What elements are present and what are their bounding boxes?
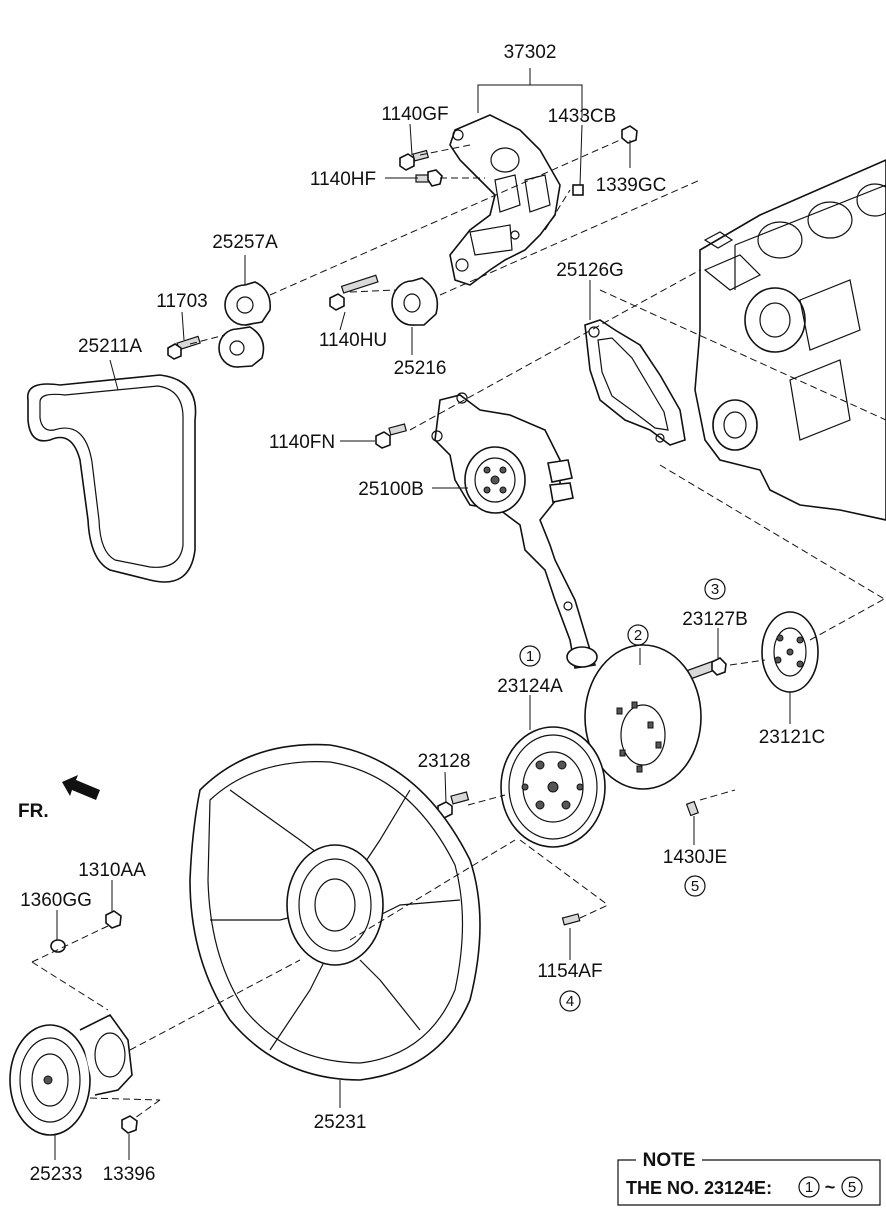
label-25100B: 25100B <box>358 479 424 500</box>
label-25231: 25231 <box>314 1112 367 1133</box>
label-25216: 25216 <box>394 358 447 379</box>
crank-pulley-disc <box>584 644 702 790</box>
assembly-centerlines <box>31 139 886 1119</box>
pulley-25216 <box>391 277 439 326</box>
fan-clutch-25233 <box>9 1013 133 1136</box>
note-range-sep: ~ <box>825 1177 836 1197</box>
bolt-11703 <box>167 335 201 360</box>
nut-1433CB <box>572 184 584 196</box>
bolt-1140HU <box>329 274 379 311</box>
label-23121C: 23121C <box>759 727 826 748</box>
label-1310AA: 1310AA <box>78 860 146 881</box>
label-13396: 13396 <box>103 1164 156 1185</box>
callout-1: 1 <box>519 645 541 667</box>
nut-13396 <box>121 1115 138 1134</box>
tensioner-pulley <box>218 326 265 368</box>
label-1140HU: 1140HU <box>319 330 387 351</box>
front-label: FR. <box>18 801 49 822</box>
bolt-1140HF <box>415 169 443 187</box>
note-text: THE NO. 23124E: <box>626 1178 772 1198</box>
label-1140GF: 1140GF <box>381 104 448 125</box>
label-1360GG: 1360GG <box>20 890 92 911</box>
nut-1310AA <box>105 910 122 929</box>
label-25233: 25233 <box>30 1164 83 1185</box>
label-25257A: 25257A <box>212 232 278 253</box>
cooling-fan-25231 <box>189 743 481 1081</box>
label-1430JE: 1430JE <box>663 847 727 868</box>
engine-block <box>694 159 886 521</box>
callout-4: 4 <box>559 990 581 1012</box>
label-23124A: 23124A <box>497 676 563 697</box>
svg-text:3: 3 <box>711 581 719 598</box>
crank-pulley-23124A <box>500 726 606 848</box>
callout-5: 5 <box>684 875 706 897</box>
bolt-1140GF <box>399 149 430 171</box>
note-box: NOTE THE NO. 23124E: 1 ~ 5 <box>617 1150 881 1206</box>
bracket-assembly <box>449 114 561 286</box>
note-range-start: 1 <box>805 1179 813 1196</box>
note-title: NOTE <box>643 1150 696 1171</box>
damper-23121C <box>761 611 819 693</box>
water-pump-25100B <box>431 392 598 669</box>
label-25211A: 25211A <box>78 336 142 357</box>
label-25126G: 25126G <box>556 260 624 281</box>
pin-1430JE <box>685 800 700 817</box>
stud-1154AF <box>561 913 581 926</box>
part-labels: 37302 1140GF 1433CB 1140HF 1339GC 25257A… <box>20 42 825 1185</box>
svg-text:5: 5 <box>691 878 699 895</box>
label-37302: 37302 <box>504 42 557 63</box>
label-1140HF: 1140HF <box>310 169 376 190</box>
svg-text:2: 2 <box>634 627 642 644</box>
label-11703: 11703 <box>156 291 207 312</box>
front-direction-indicator: FR. <box>18 775 100 822</box>
label-23127B: 23127B <box>682 609 748 630</box>
label-1433CB: 1433CB <box>548 106 617 127</box>
drive-belt-25211A <box>27 374 197 583</box>
label-1154AF: 1154AF <box>537 961 602 982</box>
idler-pulley-25257A <box>224 281 272 326</box>
front-arrow-icon <box>62 775 100 800</box>
nut-1339GC <box>621 125 638 144</box>
label-23128: 23128 <box>418 751 471 772</box>
gasket-25126G <box>584 319 686 446</box>
callout-2: 2 <box>627 624 649 646</box>
svg-text:4: 4 <box>566 993 574 1010</box>
label-1140FN: 1140FN <box>269 432 335 453</box>
callout-numbers: 1 2 3 4 5 <box>519 578 726 1012</box>
callout-3: 3 <box>704 578 726 600</box>
bolt-1140FN <box>375 423 407 449</box>
leader-lines <box>54 68 791 1160</box>
label-1339GC: 1339GC <box>596 175 667 196</box>
svg-text:1: 1 <box>526 648 534 665</box>
note-range-end: 5 <box>848 1179 856 1196</box>
